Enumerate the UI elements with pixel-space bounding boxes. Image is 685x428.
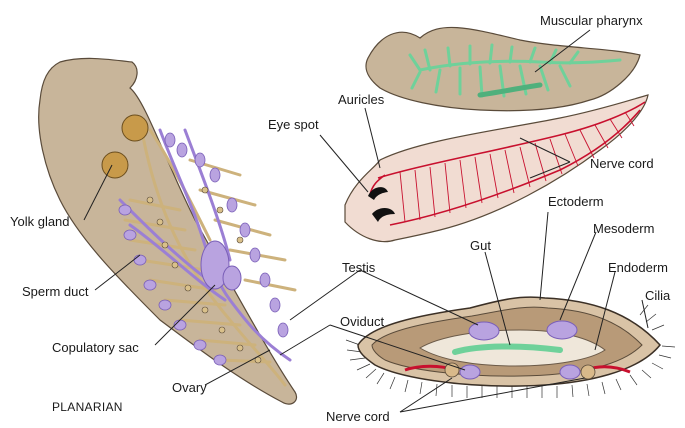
eye-spot-lower — [372, 208, 395, 222]
body-outline-pharynx — [365, 26, 641, 112]
leader-lines — [83, 29, 649, 413]
yolk-gland-lower — [101, 151, 129, 179]
testis-left-section — [468, 321, 500, 341]
label-oviduct: Oviduct — [340, 314, 384, 329]
cilia-fringe — [345, 304, 676, 398]
label-mesoderm: Mesoderm — [593, 221, 654, 236]
label-cilia: Cilia — [645, 288, 671, 303]
label-ectoderm: Ectoderm — [548, 194, 604, 209]
planarian-nerve-view — [344, 94, 649, 243]
label-eye-spot: Eye spot — [268, 117, 319, 132]
nerve-node-left — [444, 362, 460, 378]
ovary-right-section — [559, 364, 581, 380]
eye-spot-upper — [368, 187, 388, 200]
gut-branches-left — [123, 118, 297, 387]
label-muscular-pharynx: Muscular pharynx — [540, 13, 643, 28]
nerve-node-right — [580, 364, 596, 380]
label-copulatory-sac: Copulatory sac — [52, 340, 139, 355]
diagram-caption: PLANARIAN — [52, 400, 123, 414]
label-sperm-duct: Sperm duct — [22, 284, 89, 299]
body-outline-left — [38, 57, 298, 405]
label-endoderm: Endoderm — [608, 260, 668, 275]
yolk-follicles — [146, 186, 262, 364]
cross-section — [345, 296, 676, 398]
labels: Muscular pharynx Auricles Eye spot Nerve… — [10, 13, 671, 424]
transverse-nerves — [399, 111, 635, 223]
label-yolk-gland: Yolk gland — [10, 214, 70, 229]
label-testis: Testis — [342, 260, 376, 275]
copulatory-sac-shape — [200, 240, 230, 290]
testes-left — [118, 132, 289, 366]
gut-green — [452, 343, 563, 355]
label-auricles: Auricles — [338, 92, 385, 107]
yolk-gland-upper — [121, 114, 149, 142]
label-gut: Gut — [470, 238, 491, 253]
copulatory-sac-lobe — [222, 265, 242, 291]
label-nerve-cord-top: Nerve cord — [590, 156, 654, 171]
pharynx-tube — [477, 82, 543, 98]
testis-right-section — [546, 320, 578, 340]
ovary-left-section — [459, 364, 481, 380]
label-nerve-cord-bottom: Nerve cord — [326, 409, 390, 424]
label-ovary: Ovary — [172, 380, 207, 395]
planarian-pharynx-view — [365, 26, 641, 112]
